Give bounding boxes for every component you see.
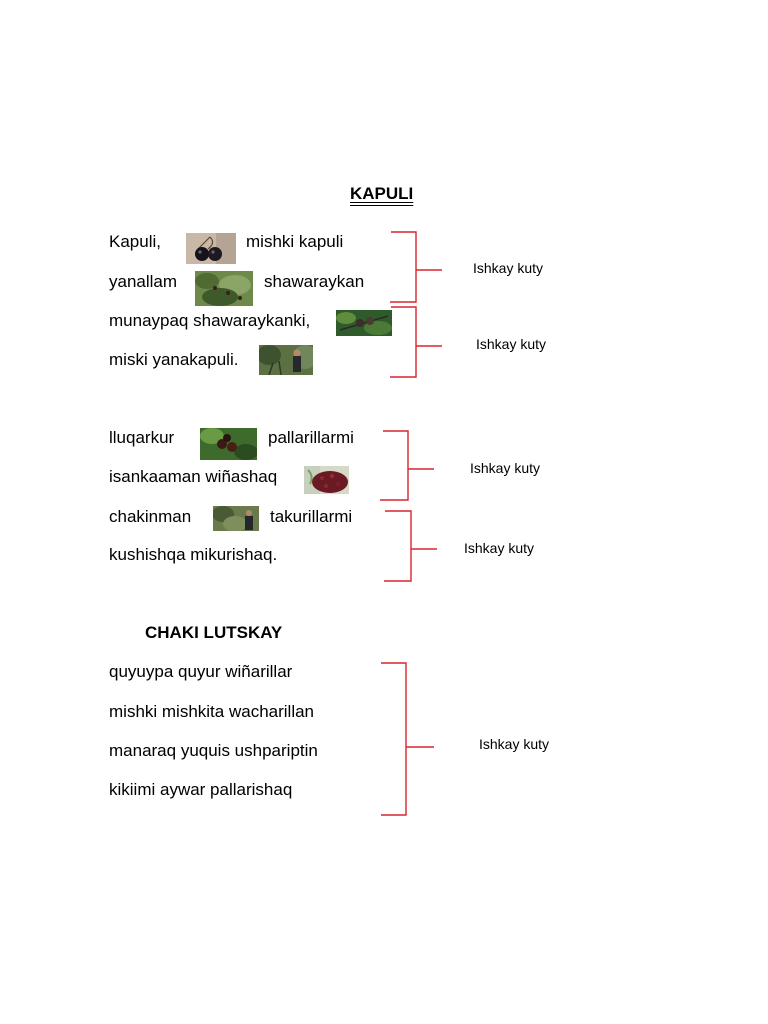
poem-line: lluqarkur [109,428,175,447]
poem-line: mishki kapuli [246,232,344,251]
page-title: KAPULI [350,184,414,203]
section-subtitle: CHAKI LUTSKAY [145,623,283,642]
bracket-4 [384,510,437,582]
bracket-1 [390,231,442,303]
bracket-label: Ishkay kuty [479,736,550,752]
person-tree-photo [259,345,313,375]
poem-line: shawaraykan [264,272,365,291]
poem-line: pallarillarmi [268,428,354,447]
cherry-basket-photo [304,466,349,494]
bracket-5 [381,662,434,816]
poem-line: munaypaq shawaraykanki, [109,311,311,330]
poem-line: manaraq yuquis ushpariptin [109,741,318,760]
bracket-label: Ishkay kuty [470,460,541,476]
poem-line: quyuypa quyur wiñarillar [109,662,293,681]
person-harvest-photo [213,506,259,531]
poem-line: isankaaman wiñashaq [109,467,278,486]
poem-line: yanallam [109,272,178,291]
poem-line: kushishqa mikurishaq. [109,545,278,564]
bracket-label: Ishkay kuty [464,540,535,556]
bracket-label: Ishkay kuty [476,336,547,352]
ripe-cherries-photo [200,428,257,460]
poem-line: takurillarmi [270,507,353,526]
poem-line: mishki mishkita wacharillan [109,702,315,721]
poem-line: miski yanakapuli. [109,350,239,369]
poem-line: chakinman [109,507,192,526]
cherry-branch-photo [336,310,392,336]
bracket-3 [380,430,434,501]
poem-line: Kapuli, [109,232,161,251]
cherry-tree-photo [195,271,253,306]
bracket-label: Ishkay kuty [473,260,544,276]
bracket-2 [390,306,442,378]
cherries-photo [186,233,236,264]
poem-line: kikiimi aywar pallarishaq [109,780,293,799]
